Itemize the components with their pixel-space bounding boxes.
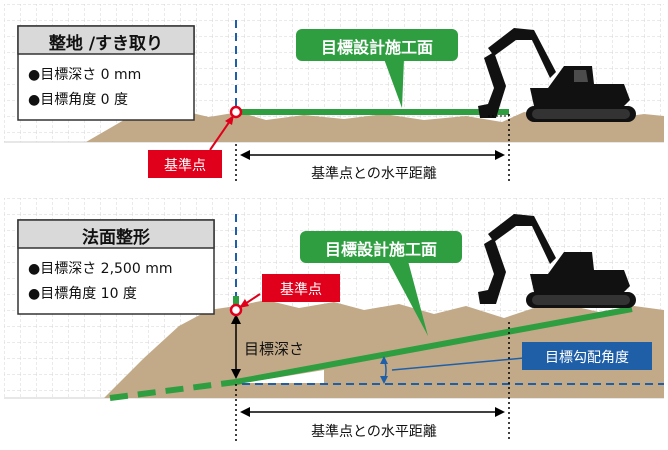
panel-leveling: 整地 /すき取り ●目標深さ 0 mm ●目標角度 0 度 目標設計施工面 基準… xyxy=(4,4,664,190)
excavator-icon xyxy=(478,214,636,308)
soil-mound xyxy=(104,300,664,398)
target-slope-line xyxy=(235,306,633,385)
callout-label: 目標設計施工面 xyxy=(320,38,433,57)
excavator-icon xyxy=(478,28,636,122)
target-depth-spec: ●目標深さ 0 mm xyxy=(28,67,142,83)
slope-diagram xyxy=(4,198,664,448)
panel-slope-shaping: 法面整形 ●目標深さ 2,500 mm ●目標角度 10 度 目標設計施工面 基… xyxy=(4,198,664,448)
leveling-diagram xyxy=(4,4,664,190)
horizontal-distance-label: 基準点との水平距離 xyxy=(311,166,437,182)
target-depth-spec: ●目標深さ 2,500 mm xyxy=(28,261,173,277)
reference-point-marker xyxy=(229,303,243,317)
horizontal-distance-label: 基準点との水平距離 xyxy=(311,424,437,440)
reference-point-label: 基準点 xyxy=(280,282,322,298)
slope-angle-label: 目標勾配角度 xyxy=(545,350,629,366)
panel2-title: 法面整形 xyxy=(82,228,150,248)
soil-mound xyxy=(86,108,664,142)
reference-point-marker xyxy=(229,105,243,119)
reference-point-label: 基準点 xyxy=(164,158,206,174)
target-depth-label: 目標深さ xyxy=(244,340,305,358)
ground-band xyxy=(4,142,664,190)
target-angle-spec: ●目標角度 10 度 xyxy=(28,286,137,302)
target-slope-extension xyxy=(109,379,237,401)
callout-label: 目標設計施工面 xyxy=(324,240,437,259)
callout-bubble xyxy=(300,231,462,263)
callout-bubble xyxy=(296,29,458,61)
panel1-title: 整地 /すき取り xyxy=(48,34,164,54)
target-angle-spec: ●目標角度 0 度 xyxy=(28,92,129,108)
